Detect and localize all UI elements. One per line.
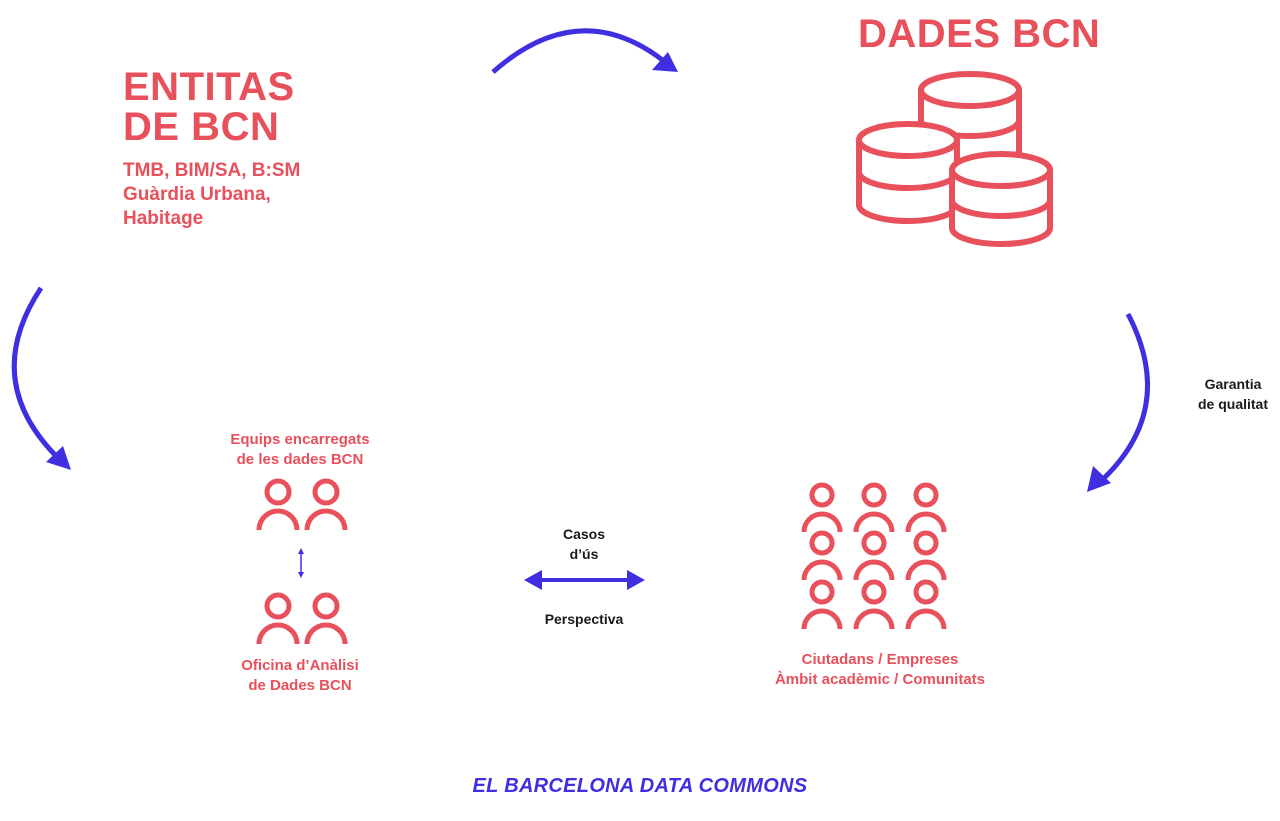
teams-label: Equips encarregats de les dades BCN — [200, 430, 400, 470]
office-label-line2: de Dades BCN — [248, 677, 352, 694]
arrow-right — [1098, 312, 1151, 484]
citizens-label: Ciutadans / Empreses Àmbit acadèmic / Co… — [740, 650, 1020, 690]
arrow-right-head — [1087, 466, 1111, 492]
entities-list: TMB, BIM/SA, B:SM Guàrdia Urbana, Habita… — [123, 159, 300, 231]
office-label: Oficina d’Anàlisi de Dades BCN — [200, 656, 400, 696]
quality-label: Garantia de qualitat — [1178, 374, 1280, 414]
arrow-left — [11, 286, 60, 460]
use-cases-label: Casos d’ús — [534, 524, 634, 564]
arrow-top-head — [652, 52, 678, 72]
quality-label-line2: de qualitat — [1197, 396, 1268, 412]
office-label-line1: Oficina d’Anàlisi — [241, 657, 359, 674]
double-arrow-horizontal — [524, 570, 645, 590]
citizens-label-line1: Ciutadans / Empreses — [801, 651, 959, 668]
arrow-top — [491, 28, 667, 74]
database-icon — [856, 71, 1053, 247]
entities-title-line1: ENTITAS — [123, 65, 295, 109]
double-arrow-small — [298, 548, 304, 578]
entities-title-line2: DE BCN — [123, 105, 280, 149]
entities-list-line2: Guàrdia Urbana, — [123, 184, 271, 205]
entities-title: ENTITAS DE BCN — [123, 67, 295, 147]
entities-list-line1: TMB, BIM/SA, B:SM — [123, 160, 301, 181]
citizens-label-line2: Àmbit acadèmic / Comunitats — [774, 671, 986, 688]
quality-label-line1: Garantia — [1204, 376, 1262, 392]
data-bcn-title: DADES BCN — [858, 12, 1101, 56]
teams-label-line1: Equips encarregats — [230, 431, 370, 448]
perspective-label: Perspectiva — [544, 611, 624, 627]
use-cases-label-line2: d’ús — [569, 546, 599, 562]
use-cases-label-line1: Casos — [562, 526, 606, 542]
arrow-left-head — [46, 446, 71, 470]
people-icon-office — [256, 592, 348, 645]
teams-label-line2: de les dades BCN — [236, 451, 364, 468]
people-icon-teams — [256, 478, 348, 531]
people-grid-icon — [801, 482, 947, 630]
entities-list-line3: Habitage — [123, 208, 204, 229]
footer-title: EL BARCELONA DATA COMMONS — [472, 775, 808, 797]
